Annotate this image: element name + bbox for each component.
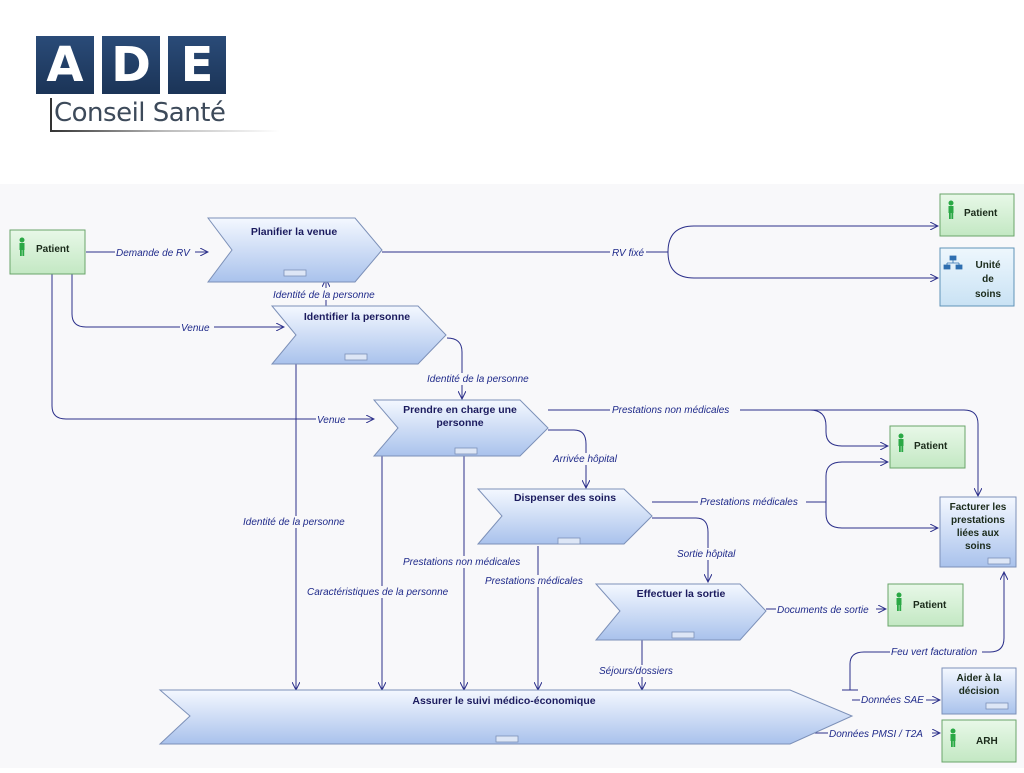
org-unite-de-soins[interactable]: Unité de soins (939, 247, 1015, 307)
logo-underline (50, 130, 280, 132)
label-venue-2: Venue (317, 415, 346, 426)
process-aider-decision[interactable]: Aider à la décision (941, 667, 1017, 715)
process-badge (283, 269, 307, 277)
label-sortie-hopital: Sortie hôpital (677, 549, 736, 560)
process-badge (557, 537, 581, 545)
process-facturer[interactable]: Facturer les prestations liées aux soins (939, 496, 1017, 568)
process-suivi[interactable]: Assurer le suivi médico-économique (158, 689, 854, 745)
process-diagram: Planifier la venue Identifier la personn… (0, 184, 1024, 768)
logo-bar (50, 98, 52, 132)
flow-identite-to-prendre (446, 337, 462, 399)
aider-label-line1: Aider à la (956, 673, 1001, 684)
label-donnees-pmsi: Données PMSI / T2A (829, 729, 923, 740)
label-prestations-non-med-2: Prestations non médicales (403, 557, 520, 568)
process-label: Identifier la personne (304, 311, 410, 323)
actor-label: ARH (976, 736, 998, 747)
process-identifier[interactable]: Identifier la personne (270, 305, 447, 365)
actor-label: Patient (913, 600, 947, 611)
process-label: Assurer le suivi médico-économique (412, 695, 595, 707)
label-caracteristiques: Caractéristiques de la personne (307, 587, 449, 598)
actor-patient-left[interactable]: Patient (9, 229, 86, 275)
process-prendre-en-charge[interactable]: Prendre en charge une personne (372, 399, 549, 457)
logo-subtitle: Conseil Santé (54, 98, 226, 128)
process-badge (671, 631, 695, 639)
process-sortie[interactable]: Effectuer la sortie (594, 583, 767, 641)
process-dispenser[interactable]: Dispenser des soins (476, 488, 653, 545)
flow-rv-fixe-patient (667, 226, 938, 253)
flow-prestations-non-med-facturer (810, 409, 978, 496)
diagram-canvas: Planifier la venue Identifier la personn… (9, 193, 1017, 763)
org-label-line1: Unité (976, 260, 1001, 271)
actor-patient-bottom[interactable]: Patient (887, 583, 964, 627)
process-label-line1: Prendre en charge une (403, 404, 517, 416)
process-planifier[interactable]: Planifier la venue (207, 217, 383, 283)
logo-letter-e: E (168, 36, 226, 94)
process-badge (344, 353, 368, 361)
label-feu-vert: Feu vert facturation (891, 647, 978, 658)
org-label-line2: de (982, 274, 994, 285)
flow-prestations-med-patient (825, 462, 888, 502)
facturer-label-line1: Facturer les (950, 502, 1007, 513)
flow-prestations-med-facturer (825, 502, 938, 528)
label-prestations-med-1: Prestations médicales (700, 497, 798, 508)
flow-venue-1 (71, 274, 284, 327)
label-documents-sortie: Documents de sortie (777, 605, 869, 616)
process-badge (987, 557, 1011, 565)
process-badge (985, 702, 1009, 710)
label-identite-3: Identité de la personne (243, 517, 345, 528)
label-identite-2: Identité de la personne (427, 374, 529, 385)
actor-patient-middle[interactable]: Patient (889, 425, 966, 469)
connectors (51, 226, 1004, 733)
label-prestations-med-2: Prestations médicales (485, 576, 583, 587)
label-demande-rv: Demande de RV (116, 248, 191, 259)
process-label: Dispenser des soins (514, 492, 616, 504)
flow-sortie-hopital (652, 517, 708, 582)
flow-prestations-non-med-top (548, 409, 888, 446)
label-identite-1: Identité de la personne (273, 290, 375, 301)
flow-arrivee-hopital (548, 429, 586, 488)
label-rv-fixe: RV fixé (612, 248, 644, 259)
org-label-line3: soins (975, 289, 1002, 300)
facturer-label-line2: prestations (951, 515, 1005, 526)
aider-label-line2: décision (959, 686, 1000, 697)
person-icon (950, 728, 956, 747)
flow-labels: Demande de RV RV fixé Identité de la per… (115, 246, 982, 740)
facturer-label-line3: liées aux (957, 528, 1000, 539)
actor-label: Patient (964, 208, 998, 219)
process-label-line2: personne (436, 417, 483, 429)
person-icon (898, 433, 904, 452)
logo-letter-d: D (102, 36, 160, 94)
label-donnees-sae: Données SAE (861, 695, 924, 706)
logo-letter-a: A (36, 36, 94, 94)
ade-logo: A D E Conseil Santé (36, 32, 280, 136)
process-label: Effectuer la sortie (637, 588, 726, 600)
flow-rv-fixe-unite (667, 251, 938, 278)
facturer-label-line4: soins (965, 541, 992, 552)
process-badge (454, 447, 478, 455)
person-icon (948, 200, 954, 219)
actor-arh[interactable]: ARH (941, 719, 1017, 763)
actor-label: Patient (914, 441, 948, 452)
process-badge (495, 735, 519, 743)
label-sejours-dossiers: Séjours/dossiers (599, 666, 673, 677)
actor-label: Patient (36, 244, 70, 255)
person-icon (19, 237, 25, 256)
label-arrivee-hopital: Arrivée hôpital (552, 454, 618, 465)
process-label: Planifier la venue (251, 226, 338, 238)
label-venue-1: Venue (181, 323, 210, 334)
label-prestations-non-med-1: Prestations non médicales (612, 405, 729, 416)
org-chart-icon (943, 255, 963, 270)
actor-patient-top-right[interactable]: Patient (939, 193, 1015, 237)
flow-venue-2 (51, 274, 374, 419)
person-icon (896, 592, 902, 611)
